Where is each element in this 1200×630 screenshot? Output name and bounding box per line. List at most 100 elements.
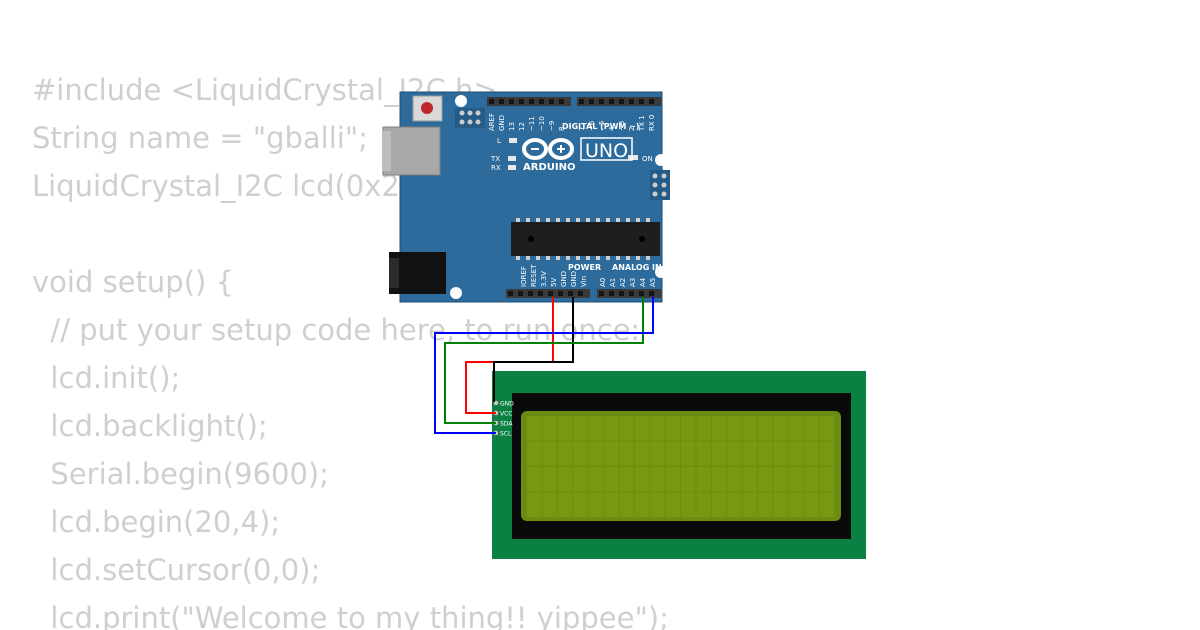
lcd-cell — [665, 441, 681, 466]
icsp-header-small — [455, 108, 485, 128]
arduino-infinity-logo-icon — [522, 138, 574, 160]
power-pin-label: RESET — [530, 264, 538, 287]
power-label: POWER — [568, 263, 601, 272]
led-l — [509, 138, 517, 143]
board-brand: ARDUINO — [523, 162, 575, 173]
digital-pin-label: ~11 — [528, 116, 536, 131]
digital-pin-header[interactable] — [487, 97, 661, 106]
digital-pin-label: TX 1 — [638, 115, 646, 132]
power-pin-label: 5V — [550, 278, 558, 287]
digital-pin-label: AREF — [488, 113, 496, 131]
lcd-cell — [573, 467, 588, 492]
lcd-cell — [557, 416, 573, 441]
lcd-cell — [727, 441, 742, 466]
lcd-cell — [819, 467, 835, 492]
lcd-cell — [711, 492, 727, 517]
lcd-cell — [650, 492, 665, 517]
lcd-cell — [650, 441, 665, 466]
usb-port — [382, 126, 441, 176]
lcd-cell — [819, 492, 835, 517]
lcd-pin-label: SDA — [500, 421, 513, 428]
lcd-cell — [665, 467, 681, 492]
lcd-cell — [634, 492, 650, 517]
icsp-header-right — [650, 170, 670, 200]
mounting-hole — [655, 266, 667, 278]
digital-pin-label: 12 — [518, 122, 526, 131]
label-on: ON — [642, 155, 653, 163]
lcd-cell — [819, 416, 835, 441]
mounting-hole — [655, 154, 667, 166]
digital-pin-label: 8 — [558, 127, 566, 131]
lcd-cell — [650, 416, 665, 441]
lcd-cell — [773, 441, 788, 466]
lcd-cell — [742, 467, 758, 492]
lcd-cell — [742, 416, 758, 441]
lcd-pin-label: VCC — [500, 411, 512, 418]
power-pin-header[interactable] — [506, 289, 590, 298]
digital-label: DIGITAL (PWM ~) — [562, 122, 640, 131]
analog-pin-label: A3 — [629, 278, 637, 287]
wire-vcc[interactable] — [465, 297, 554, 414]
lcd-cell — [527, 467, 542, 492]
lcd-cell — [758, 467, 773, 492]
lcd-cell — [604, 467, 619, 492]
lcd-cell — [604, 416, 619, 441]
lcd-cell — [588, 467, 604, 492]
lcd-cell — [758, 441, 773, 466]
lcd-cell — [573, 492, 588, 517]
digital-pin-label: ~9 — [548, 121, 556, 131]
power-pin-label: GND — [570, 271, 578, 287]
code-line: lcd.setCursor(0,0); — [32, 553, 321, 587]
lcd-cell — [788, 416, 804, 441]
lcd-cell — [619, 467, 634, 492]
lcd-cell — [727, 492, 742, 517]
wire-sda[interactable] — [444, 297, 644, 424]
lcd-cell — [696, 416, 711, 441]
lcd-cell — [634, 416, 650, 441]
analog-pin-label: A2 — [619, 278, 627, 287]
lcd-cell — [665, 492, 681, 517]
lcd-cell — [542, 467, 557, 492]
lcd-cell — [557, 467, 573, 492]
wire-scl[interactable] — [434, 297, 654, 434]
digital-pin-label: 7 — [578, 127, 586, 131]
analog-pin-label: A5 — [649, 278, 657, 287]
lcd-cell — [742, 492, 758, 517]
digital-pin-label: 13 — [508, 122, 516, 131]
lcd-cell — [773, 492, 788, 517]
lcd-cell — [527, 416, 542, 441]
lcd-cell — [604, 492, 619, 517]
code-line: void setup() { — [32, 265, 234, 299]
code-line: lcd.backlight(); — [32, 409, 268, 443]
label-l: L — [497, 137, 501, 145]
led-rx — [508, 165, 516, 170]
lcd-cell — [711, 467, 727, 492]
lcd-cell — [573, 441, 588, 466]
lcd-cell — [681, 492, 696, 517]
code-line: Serial.begin(9600); — [32, 457, 330, 491]
analog-pin-header[interactable] — [597, 289, 661, 298]
lcd-pin-label: GND — [500, 401, 514, 408]
lcd-cell — [788, 492, 804, 517]
label-tx: TX — [490, 155, 500, 163]
arduino-uno-board[interactable]: L TX RX ON UNO ARDUINO DIGITAL (PWM ~) P… — [382, 91, 670, 303]
digital-pin-label: ~5 — [598, 121, 606, 131]
lcd-cell — [681, 467, 696, 492]
lcd-cell — [619, 441, 634, 466]
wire-gnd[interactable] — [493, 297, 574, 402]
lcd-cell — [773, 416, 788, 441]
lcd-cell — [681, 416, 696, 441]
lcd-cell — [696, 467, 711, 492]
lcd-cell — [711, 441, 727, 466]
lcd-cell — [588, 416, 604, 441]
code-editor-background: #include <LiquidCrystal_I2C.h>String nam… — [32, 66, 669, 630]
lcd-cell — [804, 492, 819, 517]
lcd-cell — [619, 492, 634, 517]
lcd-cell — [819, 441, 835, 466]
lcd-cell — [804, 467, 819, 492]
code-line: lcd.begin(20,4); — [32, 505, 281, 539]
